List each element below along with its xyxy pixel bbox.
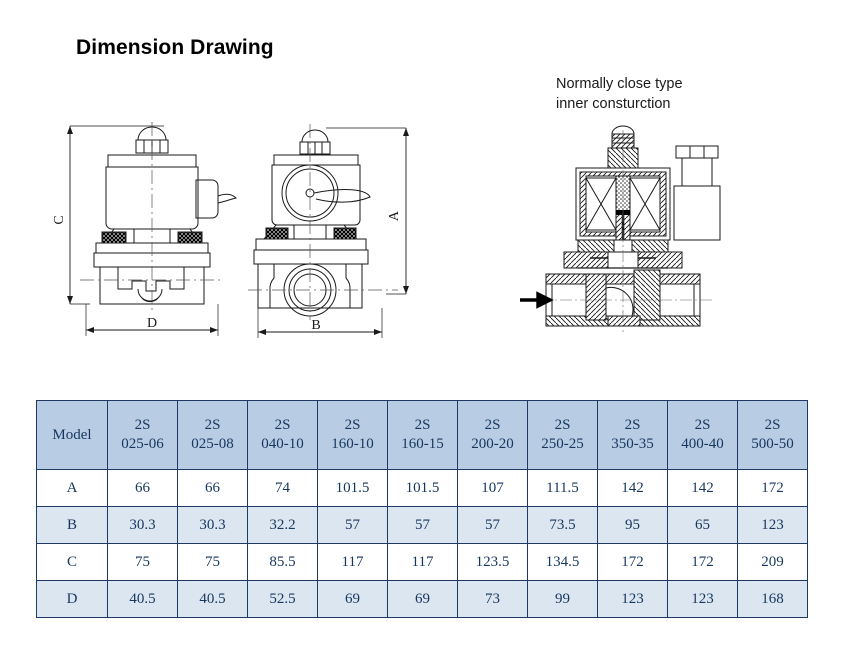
row-label: C: [36, 543, 108, 581]
table-row: D 40.5 40.5 52.5 69 69 73 99 123 123 168: [36, 580, 808, 618]
row-label: D: [36, 580, 108, 618]
model-line-2: 025-06: [121, 436, 164, 452]
row-label: B: [36, 506, 108, 544]
model-line-1: 2S: [134, 417, 151, 433]
table-cell: 117: [317, 543, 388, 581]
model-line-2: 160-10: [331, 436, 374, 452]
table-cell: 123.5: [457, 543, 528, 581]
table-row: B 30.3 30.3 32.2 57 57 57 73.5 95 65 123: [36, 506, 808, 544]
model-line-2: 250-25: [541, 436, 584, 452]
model-line-1: 2S: [274, 417, 291, 433]
table-cell: 99: [527, 580, 598, 618]
model-line-2: 025-08: [191, 436, 234, 452]
table-cell: 69: [387, 580, 458, 618]
page-title: Dimension Drawing: [76, 36, 274, 59]
model-line-1: 2S: [344, 417, 361, 433]
table-cell: 66: [177, 469, 248, 507]
table-cell: 172: [597, 543, 668, 581]
table-header-model-2: 2S 025-08: [177, 400, 248, 470]
model-line-1: 2S: [554, 417, 571, 433]
model-line-2: 040-10: [261, 436, 304, 452]
table-cell: 142: [597, 469, 668, 507]
table-header-model-1: 2S 025-06: [107, 400, 178, 470]
table-cell: 134.5: [527, 543, 598, 581]
table-header-row: Model 2S 025-06 2S 025-08 2S 040-10 2S 1…: [36, 400, 808, 470]
model-line-2: 200-20: [471, 436, 514, 452]
solenoid-valve-front-view: C D: [52, 122, 238, 336]
dimension-spec-table-wrapper: Model 2S 025-06 2S 025-08 2S 040-10 2S 1…: [36, 400, 808, 618]
table-cell: 209: [737, 543, 808, 581]
table-cell: 40.5: [177, 580, 248, 618]
solenoid-valve-side-view: A B: [248, 124, 409, 338]
table-row: C 75 75 85.5 117 117 123.5 134.5 172 172…: [36, 543, 808, 581]
model-line-1: 2S: [414, 417, 431, 433]
dimension-label-d: D: [147, 316, 157, 331]
solenoid-valve-cutaway-view: [520, 125, 721, 332]
table-cell: 32.2: [247, 506, 318, 544]
model-line-1: 2S: [204, 417, 221, 433]
dimension-label-a: A: [387, 210, 402, 221]
table-cell: 172: [737, 469, 808, 507]
table-cell: 57: [457, 506, 528, 544]
table-header-model-3: 2S 040-10: [247, 400, 318, 470]
model-line-2: 350-35: [611, 436, 654, 452]
table-cell: 123: [737, 506, 808, 544]
table-cell: 75: [107, 543, 178, 581]
dimension-label-b: B: [311, 318, 320, 333]
table-cell: 75: [177, 543, 248, 581]
model-line-1: 2S: [764, 417, 781, 433]
model-line-2: 500-50: [751, 436, 794, 452]
table-cell: 123: [667, 580, 738, 618]
table-header-model-5: 2S 160-15: [387, 400, 458, 470]
table-cell: 142: [667, 469, 738, 507]
table-cell: 65: [667, 506, 738, 544]
table-cell: 85.5: [247, 543, 318, 581]
table-cell: 107: [457, 469, 528, 507]
table-header-model-9: 2S 400-40: [667, 400, 738, 470]
table-cell: 101.5: [317, 469, 388, 507]
table-cell: 73: [457, 580, 528, 618]
table-cell: 73.5: [527, 506, 598, 544]
table-header-model-4: 2S 160-10: [317, 400, 388, 470]
table-cell: 101.5: [387, 469, 458, 507]
table-cell: 40.5: [107, 580, 178, 618]
table-cell: 117: [387, 543, 458, 581]
cutaway-caption: Normally close type inner consturction: [556, 76, 683, 112]
table-cell: 52.5: [247, 580, 318, 618]
table-cell: 168: [737, 580, 808, 618]
table-header-model: Model: [36, 400, 108, 470]
table-cell: 57: [387, 506, 458, 544]
table-cell: 123: [597, 580, 668, 618]
table-cell: 172: [667, 543, 738, 581]
model-line-2: 160-15: [401, 436, 444, 452]
table-cell: 95: [597, 506, 668, 544]
model-line-1: 2S: [624, 417, 641, 433]
table-header-model-10: 2S 500-50: [737, 400, 808, 470]
table-header-model-7: 2S 250-25: [527, 400, 598, 470]
dimension-spec-table: Model 2S 025-06 2S 025-08 2S 040-10 2S 1…: [36, 400, 808, 618]
model-line-1: 2S: [694, 417, 711, 433]
model-line-2: 400-40: [681, 436, 724, 452]
table-cell: 111.5: [527, 469, 598, 507]
flow-direction-arrow: [520, 291, 554, 309]
table-header-model-6: 2S 200-20: [457, 400, 528, 470]
table-cell: 69: [317, 580, 388, 618]
table-cell: 66: [107, 469, 178, 507]
table-row: A 66 66 74 101.5 101.5 107 111.5 142 142…: [36, 469, 808, 507]
dimension-label-c: C: [52, 215, 67, 224]
table-cell: 57: [317, 506, 388, 544]
table-cell: 30.3: [107, 506, 178, 544]
table-header-model-8: 2S 350-35: [597, 400, 668, 470]
table-cell: 30.3: [177, 506, 248, 544]
row-label: A: [36, 469, 108, 507]
model-line-1: 2S: [484, 417, 501, 433]
table-cell: 74: [247, 469, 318, 507]
